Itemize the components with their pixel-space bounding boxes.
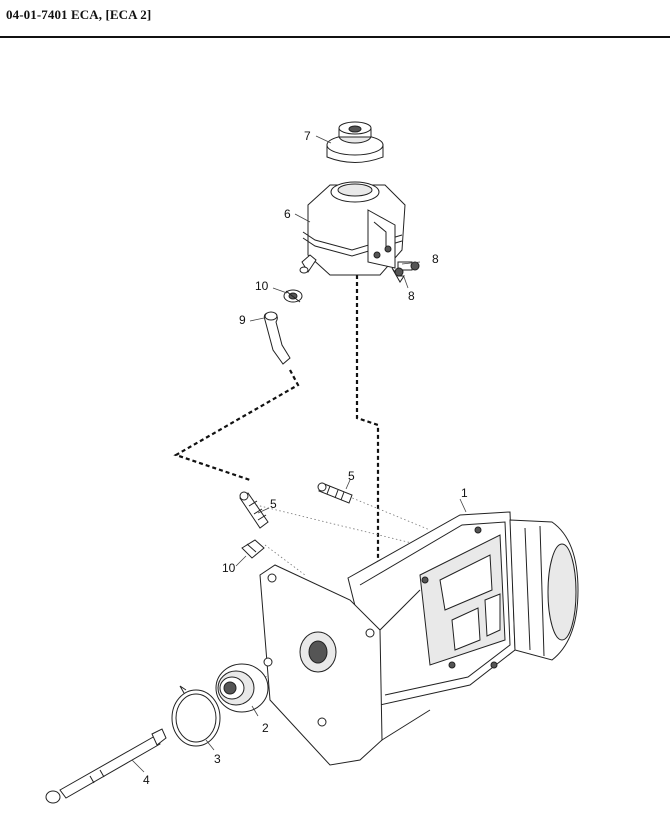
fluid-reservoir [299, 181, 406, 276]
reservoir-to-actuator-hose [355, 275, 380, 600]
page-header: 04-01-7401 ECA, [ECA 2] [0, 0, 670, 40]
callout-part-4: 4 [143, 773, 150, 787]
callout-part-5-right: 5 [348, 469, 355, 483]
mounting-bolt-upper [397, 261, 420, 271]
callout-part-7: 7 [304, 129, 311, 143]
callout-part-5-left: 5 [270, 497, 277, 511]
release-bearing [215, 663, 269, 713]
callout-part-8-lower: 8 [408, 289, 415, 303]
callout-part-3: 3 [214, 752, 221, 766]
leader-lines [131, 135, 467, 773]
guide-line-a [255, 504, 421, 546]
pipe-to-fitting-hose [173, 369, 300, 482]
bleed-fitting-left [239, 491, 269, 529]
clutch-actuator-housing [259, 511, 579, 766]
fluid-pipe [263, 311, 291, 365]
reservoir-cap [326, 121, 384, 163]
callout-part-6: 6 [284, 207, 291, 221]
callout-part-8-upper: 8 [432, 252, 439, 266]
hose-clip-lower [241, 539, 265, 559]
bleed-fitting-right [317, 482, 353, 504]
page-title: 04-01-7401 ECA, [ECA 2] [6, 7, 152, 22]
callout-part-10-upper: 10 [255, 279, 269, 293]
callout-part-2: 2 [262, 721, 269, 735]
callout-part-10-lower: 10 [222, 561, 236, 575]
actuator-shaft [45, 728, 167, 804]
guide-line-c [264, 544, 306, 576]
callout-part-9: 9 [239, 313, 246, 327]
circlip-ring [171, 685, 221, 747]
mounting-bolt-lower [391, 267, 405, 283]
header-divider [0, 36, 670, 38]
guide-line-b [344, 494, 431, 531]
exploded-parts-diagram: 7 6 8 8 10 9 5 5 1 10 2 3 4 [45, 121, 579, 804]
callout-part-1: 1 [461, 486, 468, 500]
hose-clip-upper [283, 289, 303, 303]
